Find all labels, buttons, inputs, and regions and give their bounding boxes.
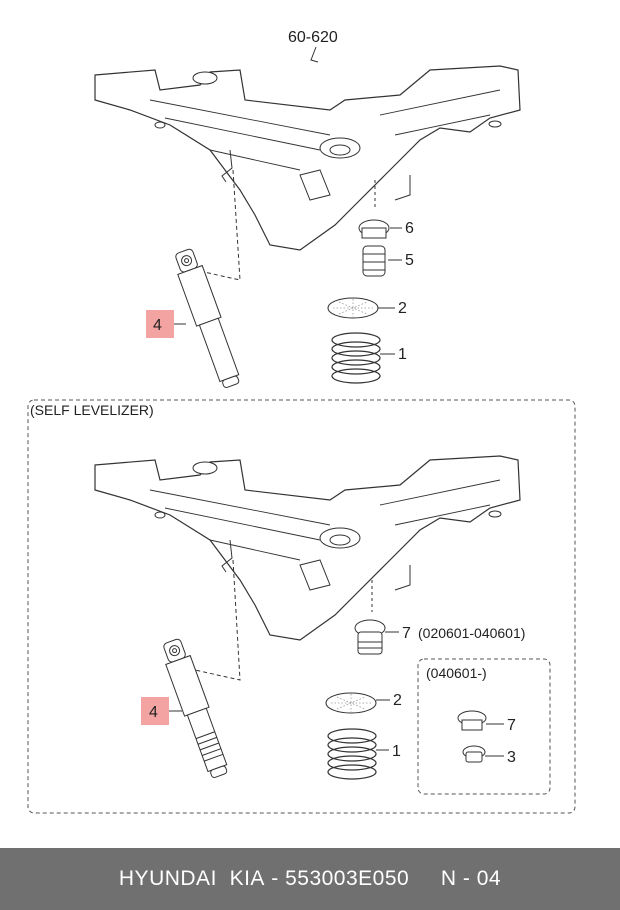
spring-pad — [354, 619, 386, 655]
top-section: 60-620 4 6 5 2 1 — [94, 29, 521, 391]
spring-seat-2 — [325, 692, 377, 714]
inset-bushing — [462, 745, 486, 763]
part2-callout: 2 — [398, 300, 407, 317]
part2-callout-2: 2 — [393, 692, 402, 709]
part5-callout: 5 — [405, 252, 414, 269]
self-leveler-section: 4 7 (020601-040601) 2 1 (040601-) 7 3 — [94, 455, 551, 795]
part4-callout-box — [146, 310, 174, 338]
chassis-frame — [94, 65, 521, 251]
inset-box — [417, 658, 551, 795]
footer-part-number: 553003E050 — [285, 867, 410, 890]
part7-callout: 7 — [402, 625, 411, 642]
footer-bar: HYUNDAI KIA - 553003E050 N - 04 — [0, 848, 620, 910]
part6-callout: 6 — [405, 220, 414, 237]
part1-callout: 1 — [398, 346, 407, 363]
self-leveler-title: (SELF LEVELIZER) — [30, 402, 154, 418]
footer-separator: - — [264, 867, 286, 890]
suspension-diagram: 60-620 4 6 5 2 1 (SELF LEVELIZER) — [27, 29, 576, 814]
bump-cap — [358, 219, 390, 239]
self-leveler-box — [27, 399, 576, 814]
footer-brand: HYUNDAI KIA — [118, 867, 265, 890]
part7-range: (020601-040601) — [418, 625, 525, 641]
self-leveling-shock — [158, 636, 233, 781]
footer-page-code: N - 04 — [440, 867, 502, 890]
coil-spring-2 — [327, 728, 377, 780]
spring-seat — [327, 297, 379, 319]
footer-gap — [409, 867, 441, 891]
inset-part7-callout: 7 — [507, 717, 516, 734]
chassis-frame-2 — [94, 455, 521, 641]
frame-ref-label: 60-620 — [288, 29, 338, 46]
bump-stopper — [362, 245, 386, 277]
shock-leader — [194, 169, 241, 281]
ref-leader — [310, 46, 319, 63]
part4-callout: 4 — [153, 317, 162, 334]
inset-part3-callout: 3 — [507, 749, 516, 766]
inset-title: (040601-) — [426, 665, 487, 681]
part4-callout-box-2 — [141, 697, 169, 725]
coil-spring — [331, 332, 381, 384]
inset-spring-pad — [457, 710, 487, 731]
shock-leader-2 — [194, 559, 241, 681]
part4-callout-2: 4 — [149, 704, 158, 721]
part1-callout-2: 1 — [392, 743, 401, 760]
shock-absorber — [170, 246, 245, 391]
